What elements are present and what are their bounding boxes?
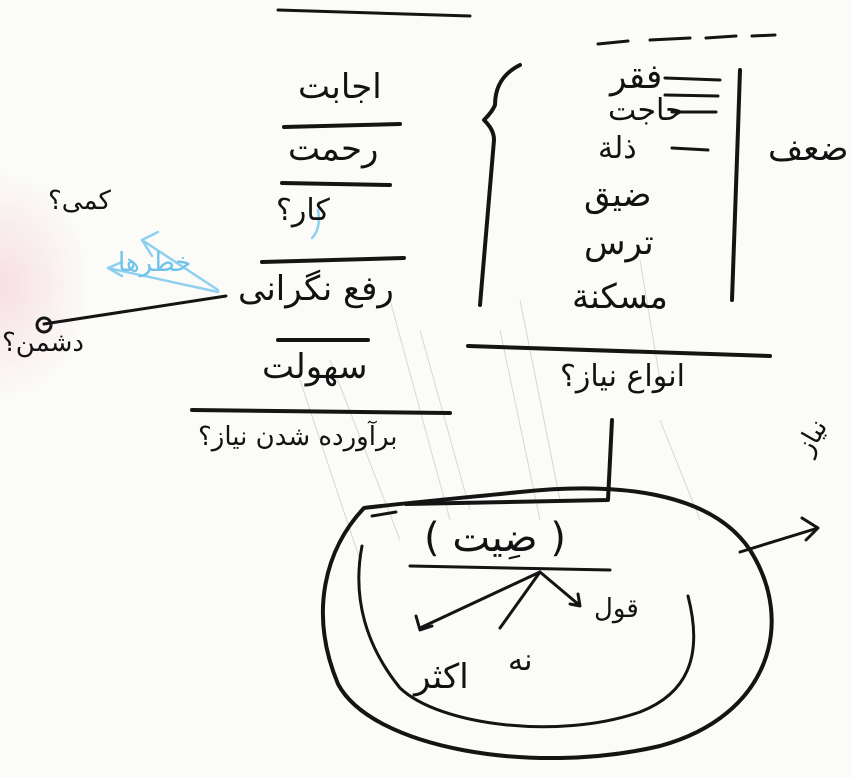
types-to-center-line bbox=[404, 418, 614, 506]
arrow-to-doshman bbox=[42, 294, 228, 326]
meets-item-ejabat: اجابت bbox=[298, 67, 382, 107]
type-item-zeyq: ضیق bbox=[584, 175, 652, 215]
blue-mark bbox=[310, 208, 320, 240]
meets-item-rahmat: رحمت bbox=[288, 129, 379, 169]
type-item-dhilla: ذلة bbox=[598, 131, 637, 166]
types-side-label: ضعف bbox=[768, 129, 849, 169]
types-title: انواع نیاز؟ bbox=[560, 359, 685, 394]
type-item-maskana: مسکنة bbox=[572, 277, 668, 317]
target-doshman: دشمن؟ bbox=[2, 328, 84, 358]
pink-smudge bbox=[0, 170, 90, 400]
arrow-to-kami bbox=[140, 230, 220, 292]
type-item-faqr: فقر bbox=[610, 57, 663, 97]
arrow-to-khatarha bbox=[106, 260, 220, 294]
right-arrow bbox=[738, 516, 820, 554]
types-underline bbox=[466, 344, 772, 358]
target-kami: کمی؟ bbox=[48, 186, 111, 216]
types-left-bracket bbox=[478, 63, 522, 307]
meets-item-rafe-negarani: رفع نگرانی bbox=[238, 269, 394, 309]
inner-curve bbox=[357, 510, 696, 729]
target-khatarha: خطرها bbox=[118, 248, 192, 278]
meets-title: برآورده شدن نیاز؟ bbox=[198, 422, 398, 452]
meets-item-kar: کار؟ bbox=[276, 193, 330, 228]
branch-qoul: قول bbox=[594, 594, 639, 624]
dashed-top-line bbox=[596, 33, 777, 46]
types-side-dashes bbox=[663, 76, 722, 152]
center-node: ( ضِیت ) bbox=[424, 515, 566, 561]
top-line bbox=[276, 8, 472, 18]
branch-na: نه bbox=[508, 643, 533, 678]
doshman-node bbox=[35, 316, 53, 334]
types-right-border bbox=[730, 68, 742, 302]
branch-aksar: اکثر bbox=[414, 657, 469, 697]
center-underline bbox=[408, 564, 612, 572]
type-item-tars: ترس bbox=[584, 223, 654, 263]
meets-separators bbox=[190, 122, 452, 415]
meets-item-sohoulat: سهولت bbox=[262, 347, 368, 387]
center-branch-arrows bbox=[414, 570, 582, 632]
center-circle bbox=[320, 486, 774, 760]
type-item-hajat: حاجت bbox=[608, 93, 684, 128]
